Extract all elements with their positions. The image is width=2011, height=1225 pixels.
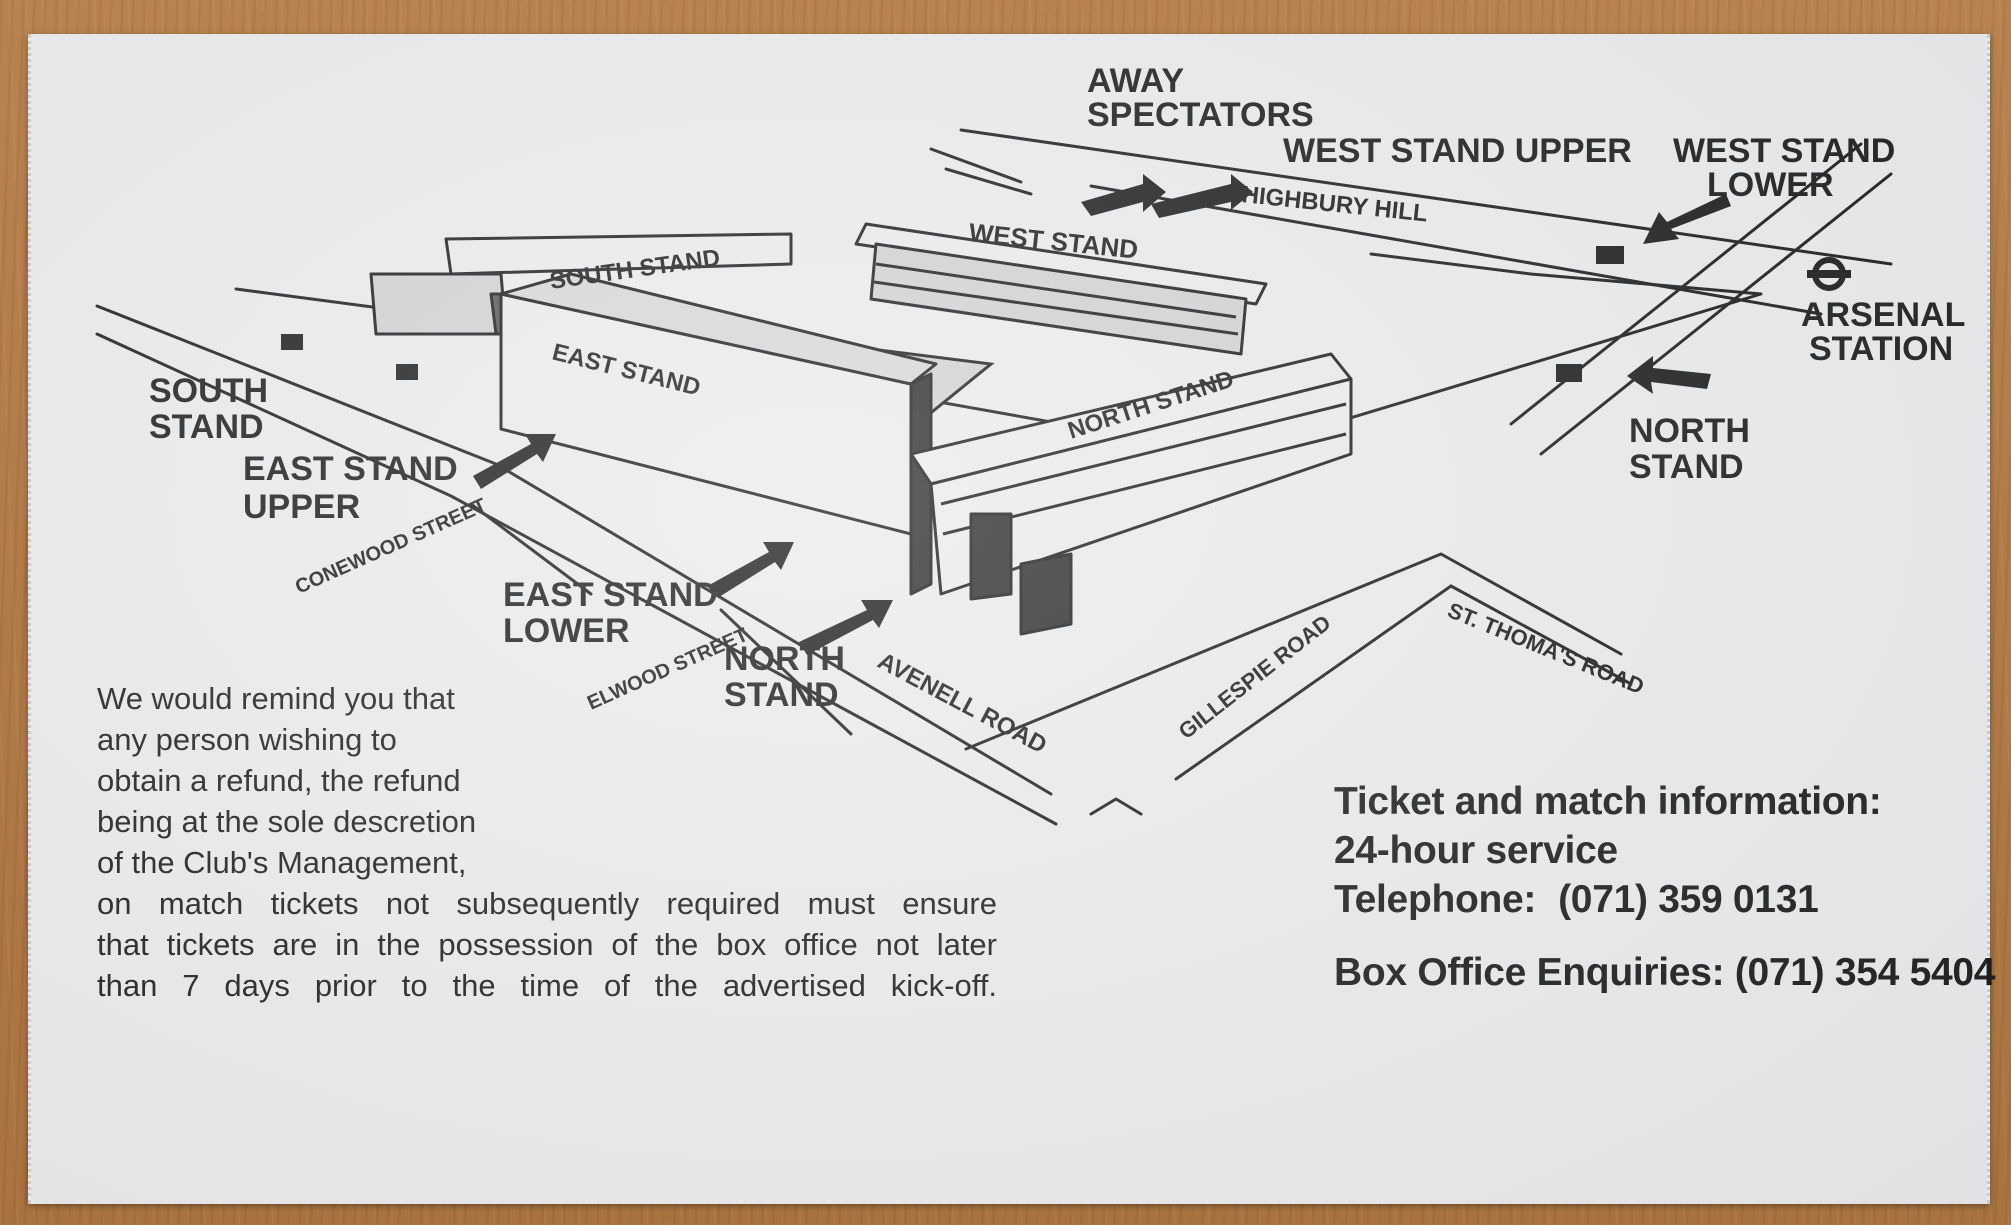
notice-line: any person wishing to	[97, 722, 397, 757]
notice-line: on match tickets not subsequently requir…	[97, 886, 997, 921]
arsenal-station-label: ARSENAL STATION	[1801, 296, 1965, 368]
svg-text:ARSENAL: ARSENAL	[1801, 296, 1965, 334]
ticket-info-block: Ticket and match information: 24-hour se…	[1334, 777, 1995, 997]
notice-line: than 7 days prior to the time of the adv…	[97, 968, 997, 1003]
svg-text:LOWER: LOWER	[1707, 166, 1834, 204]
arrow-east-stand-lower	[711, 542, 794, 597]
svg-text:STAND: STAND	[149, 408, 264, 446]
refund-notice-wide: on match tickets not subsequently requir…	[97, 883, 997, 1006]
arrow-north-stand-right	[1627, 356, 1711, 394]
north-stand-entrance-right-label: NORTH STAND	[1629, 412, 1750, 486]
gillespie-road-top	[964, 552, 1623, 751]
arrow-east-stand-upper	[473, 434, 556, 489]
svg-text:UPPER: UPPER	[243, 488, 360, 526]
west-stand-upper-label: WEST STAND UPPER	[1283, 132, 1632, 170]
svg-text:STAND: STAND	[724, 676, 839, 714]
refund-notice-narrow: We would remind you that any person wish…	[97, 678, 511, 883]
svg-text:SPECTATORS: SPECTATORS	[1087, 96, 1314, 134]
east-stand-building	[499, 272, 938, 596]
notice-line: that tickets are in the possession of th…	[97, 927, 997, 962]
east-stand-upper-label: EAST STAND UPPER	[243, 450, 458, 526]
west-stand-building	[854, 222, 1268, 356]
ticket-back: AWAY SPECTATORS WEST STAND UPPER WEST ST…	[28, 34, 1995, 1204]
arrow-away-spectators-1	[1081, 174, 1166, 216]
notice-line: of the Club's Management,	[97, 845, 467, 880]
street-west-2	[944, 167, 1033, 196]
notice-line: being at the sole descretion	[97, 804, 477, 839]
arrow-north-stand-left	[799, 600, 893, 655]
notice-line: obtain a refund, the refund	[97, 763, 461, 798]
notice-line: We would remind you that	[97, 681, 455, 716]
road-junction	[1089, 797, 1143, 816]
entrance-arrows	[473, 174, 1731, 655]
avenell-road-edge-bottom	[95, 332, 1058, 826]
west-stand-lower-label: WEST STAND LOWER	[1673, 132, 1895, 204]
svg-text:STATION: STATION	[1809, 330, 1953, 368]
underground-roundel-icon	[1807, 257, 1851, 291]
box-office-enquiries: Box Office Enquiries: (071) 354 5404	[1334, 951, 1996, 994]
svg-text:AWAY: AWAY	[1087, 62, 1184, 100]
svg-text:EAST STAND: EAST STAND	[503, 576, 718, 614]
north-stand-building	[909, 352, 1353, 636]
south-stand-entrance-label: SOUTH STAND	[149, 372, 268, 446]
svg-text:NORTH: NORTH	[1629, 412, 1750, 450]
highbury-hill-bottom	[1089, 184, 1823, 316]
arrow-west-stand-lower	[1643, 194, 1731, 244]
arrow-away-spectators-2	[1151, 174, 1253, 218]
svg-text:SOUTH: SOUTH	[149, 372, 268, 410]
north-stand-entrance-left-label: NORTH STAND	[724, 640, 845, 714]
stadium-map: AWAY SPECTATORS WEST STAND UPPER WEST ST…	[95, 62, 1965, 826]
info-service: 24-hour service	[1334, 829, 1618, 872]
st-thomas-road	[1449, 584, 1633, 686]
highbury-hill-top	[959, 128, 1893, 266]
entrance-blocks	[281, 246, 1624, 382]
telephone-number: (071) 359 0131	[1558, 878, 1819, 921]
svg-text:WEST STAND: WEST STAND	[1673, 132, 1895, 170]
east-stand-lower-label: EAST STAND LOWER	[503, 576, 718, 650]
svg-text:NORTH: NORTH	[724, 640, 845, 678]
telephone-label: Telephone:	[1334, 878, 1537, 921]
conewood-street	[469, 502, 593, 596]
info-telephone: Telephone: (071) 359 0131	[1334, 875, 1995, 924]
svg-text:EAST STAND: EAST STAND	[243, 450, 458, 488]
svg-text:LOWER: LOWER	[503, 612, 630, 650]
info-heading: Ticket and match information:	[1334, 780, 1882, 823]
elwood-street	[719, 608, 853, 736]
gillespie-road-bottom	[1174, 584, 1453, 781]
highbury-hill-label: HIGHBURY HILL	[1240, 181, 1428, 227]
street-west-1	[929, 147, 1023, 184]
away-spectators-label: AWAY SPECTATORS	[1087, 62, 1314, 134]
svg-text:STAND: STAND	[1629, 448, 1744, 486]
st-thomas-road-right	[1539, 172, 1893, 456]
